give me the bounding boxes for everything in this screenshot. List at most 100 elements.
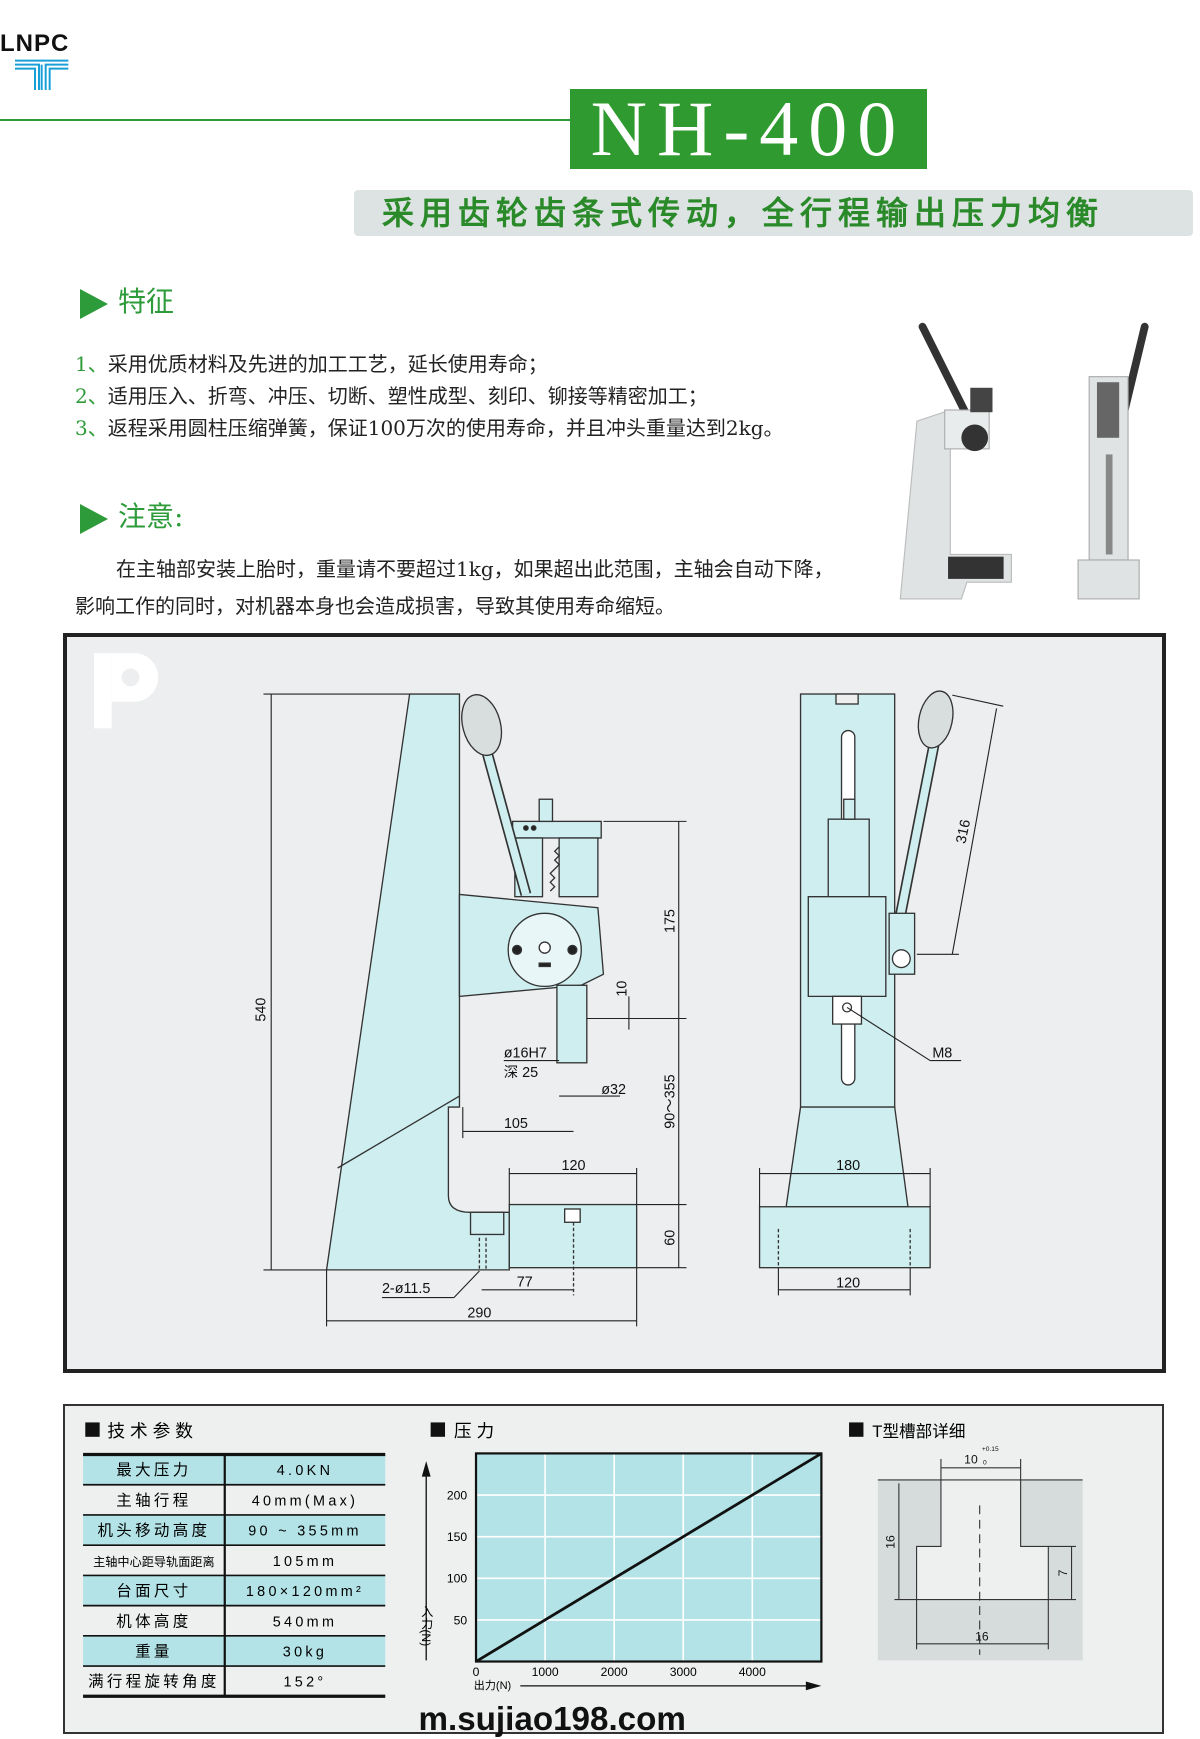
dim-range: 90～355 <box>662 1074 678 1128</box>
watermark-p-logo <box>94 653 159 729</box>
tslot-labels: 10 +0.15 0 16 7 16 <box>883 1446 1070 1643</box>
notice-line-2: 影响工作的同时，对机器本身也会造成损害，导致其使用寿命缩短。 <box>75 594 675 618</box>
spec-value: 105mm <box>273 1554 338 1570</box>
y-tick-label: 200 <box>447 1488 468 1502</box>
features-heading-text: 特征 <box>118 285 175 318</box>
feature-text: 适用压入、折弯、冲压、切断、塑性成型、刻印、铆接等精密加工； <box>107 384 708 408</box>
dim-10: 10 <box>615 981 631 997</box>
x-axis-label: 出力(N) <box>474 1678 511 1692</box>
tslot-tolerance: +0.15 <box>982 1446 999 1453</box>
spec-value: 180×120mm² <box>246 1584 364 1600</box>
spec-label: 主轴中心距导轨面距离 <box>93 1554 215 1569</box>
dim-holes: 2-ø11.5 <box>382 1281 430 1297</box>
play-triangle-icon <box>80 503 108 534</box>
front-view <box>758 690 954 1269</box>
dimension-labels: 540 175 10 ø16H7 深 25 ø32 90～355 105 120… <box>254 818 975 1321</box>
tslot-tolerance-low: 0 <box>983 1459 987 1466</box>
x-tick-label: 1000 <box>532 1665 559 1679</box>
tslot-depth: 16 <box>883 1535 897 1549</box>
table-row-bg <box>83 1514 386 1546</box>
dim-105: 105 <box>504 1116 528 1132</box>
dim-60: 60 <box>662 1230 678 1246</box>
model-title: NH-400 <box>570 89 927 169</box>
y-tick-label: 100 <box>447 1572 468 1586</box>
feature-text: 采用优质材料及先进的加工工艺，延长使用寿命； <box>107 352 548 376</box>
feature-num: 2、 <box>75 384 108 408</box>
spec-value: 152° <box>283 1675 326 1691</box>
spec-label: 机体高度 <box>116 1612 191 1630</box>
pressure-chart: 0 1000 2000 3000 4000 50 100 150 200 入力(N) 出力(N) <box>419 1452 823 1692</box>
dim-77: 77 <box>517 1275 533 1291</box>
spec-value: 540mm <box>273 1614 338 1630</box>
dim-180: 180 <box>836 1158 860 1174</box>
dim-290: 290 <box>467 1306 491 1322</box>
notice-heading-text: 注意: <box>118 500 184 533</box>
spec-value: 4.0KN <box>277 1463 334 1479</box>
brand-logo-text: LNPC <box>0 30 70 57</box>
feature-item: 1、采用优质材料及先进的加工工艺，延长使用寿命； <box>75 348 548 377</box>
x-tick-label: 0 <box>473 1665 480 1679</box>
bullet-square-icon <box>430 1422 446 1437</box>
x-tick-label: 2000 <box>601 1665 628 1679</box>
dim-table-120: 120 <box>562 1158 586 1174</box>
press-photo-front <box>1077 322 1149 600</box>
dimension-lines <box>263 693 1004 1327</box>
side-view <box>325 693 638 1296</box>
spec-label: 主轴行程 <box>116 1491 191 1509</box>
spec-value: 90 ~ 355mm <box>248 1524 362 1540</box>
plot-border <box>474 1452 823 1663</box>
spec-value: 40mm(Max) <box>252 1493 359 1509</box>
y-axis-label: 入力(N) <box>419 1605 433 1646</box>
tslot-heading: T型槽部详细 <box>872 1422 965 1441</box>
dim-316: 316 <box>954 818 975 845</box>
features-heading: 特征 <box>80 280 174 320</box>
spec-value: 30kg <box>283 1644 327 1660</box>
tslot-diagram <box>877 1458 1083 1661</box>
feature-num: 1、 <box>75 352 108 376</box>
table-row-bg <box>83 1635 386 1667</box>
tslot-width-bottom: 16 <box>975 1629 989 1643</box>
feature-num: 3、 <box>75 416 108 440</box>
spec-label: 机头移动高度 <box>97 1522 210 1540</box>
feature-text: 返程采用圆柱压缩弹簧，保证100万次的使用寿命，并且冲头重量达到2kg。 <box>107 416 784 440</box>
bullet-square-icon <box>849 1422 864 1437</box>
feature-item: 3、返程采用圆柱压缩弹簧，保证100万次的使用寿命，并且冲头重量达到2kg。 <box>75 412 784 441</box>
spec-label: 最大压力 <box>116 1461 191 1479</box>
specs-table: 最大压力 4.0KN 主轴行程 40mm(Max) 机头移动高度 90 ~ 355mm 主轴… <box>83 1452 386 1698</box>
table-row-bg <box>83 1575 386 1606</box>
spec-label: 满行程旋转角度 <box>88 1673 220 1691</box>
x-tick-label: 4000 <box>739 1665 766 1679</box>
spec-label: 重量 <box>135 1642 173 1660</box>
notice-line-1: 在主轴部安装上胎时，重量请不要超过1kg，如果超出此范围，主轴会自动下降， <box>116 557 834 581</box>
header-rule <box>0 119 575 121</box>
brand-logo-icon <box>15 59 69 90</box>
spec-label: 台面尺寸 <box>116 1582 191 1600</box>
play-triangle-icon <box>80 288 108 319</box>
series-line <box>475 1452 823 1663</box>
specs-heading: 技 术 参 数 <box>107 1421 193 1441</box>
dim-dia32: ø32 <box>601 1082 626 1098</box>
dim-bore: ø16H7 <box>504 1045 547 1061</box>
technical-drawing: 540 175 10 ø16H7 深 25 ø32 90～355 105 120… <box>94 653 1004 1327</box>
notice-heading: 注意: <box>80 495 183 535</box>
bullet-square-icon <box>85 1422 100 1437</box>
x-tick-label: 3000 <box>670 1665 697 1679</box>
dim-height: 540 <box>254 998 270 1022</box>
product-photo <box>899 322 1149 600</box>
dim-120: 120 <box>836 1276 860 1292</box>
y-tick-label: 150 <box>447 1530 468 1544</box>
feature-item: 2、适用压入、折弯、冲压、切断、塑性成型、刻印、铆接等精密加工； <box>75 380 708 409</box>
watermark-url: m.sujiao198.com <box>418 1701 685 1738</box>
tslot-width-top: 10 <box>964 1452 978 1466</box>
dim-stroke-top: 175 <box>662 909 678 933</box>
arrow-up-icon <box>421 1461 431 1477</box>
dim-depth: 深 25 <box>504 1064 538 1081</box>
y-tick-label: 50 <box>454 1613 468 1627</box>
dim-m8: M8 <box>932 1045 952 1061</box>
tslot-lower: 7 <box>1056 1569 1070 1576</box>
table-row-bg <box>83 1454 386 1485</box>
chart-title: 压 力 <box>454 1421 494 1441</box>
arrow-right-icon <box>805 1681 822 1691</box>
slogan-banner: 采用齿轮齿条式传动，全行程输出压力均衡 <box>354 190 1193 236</box>
